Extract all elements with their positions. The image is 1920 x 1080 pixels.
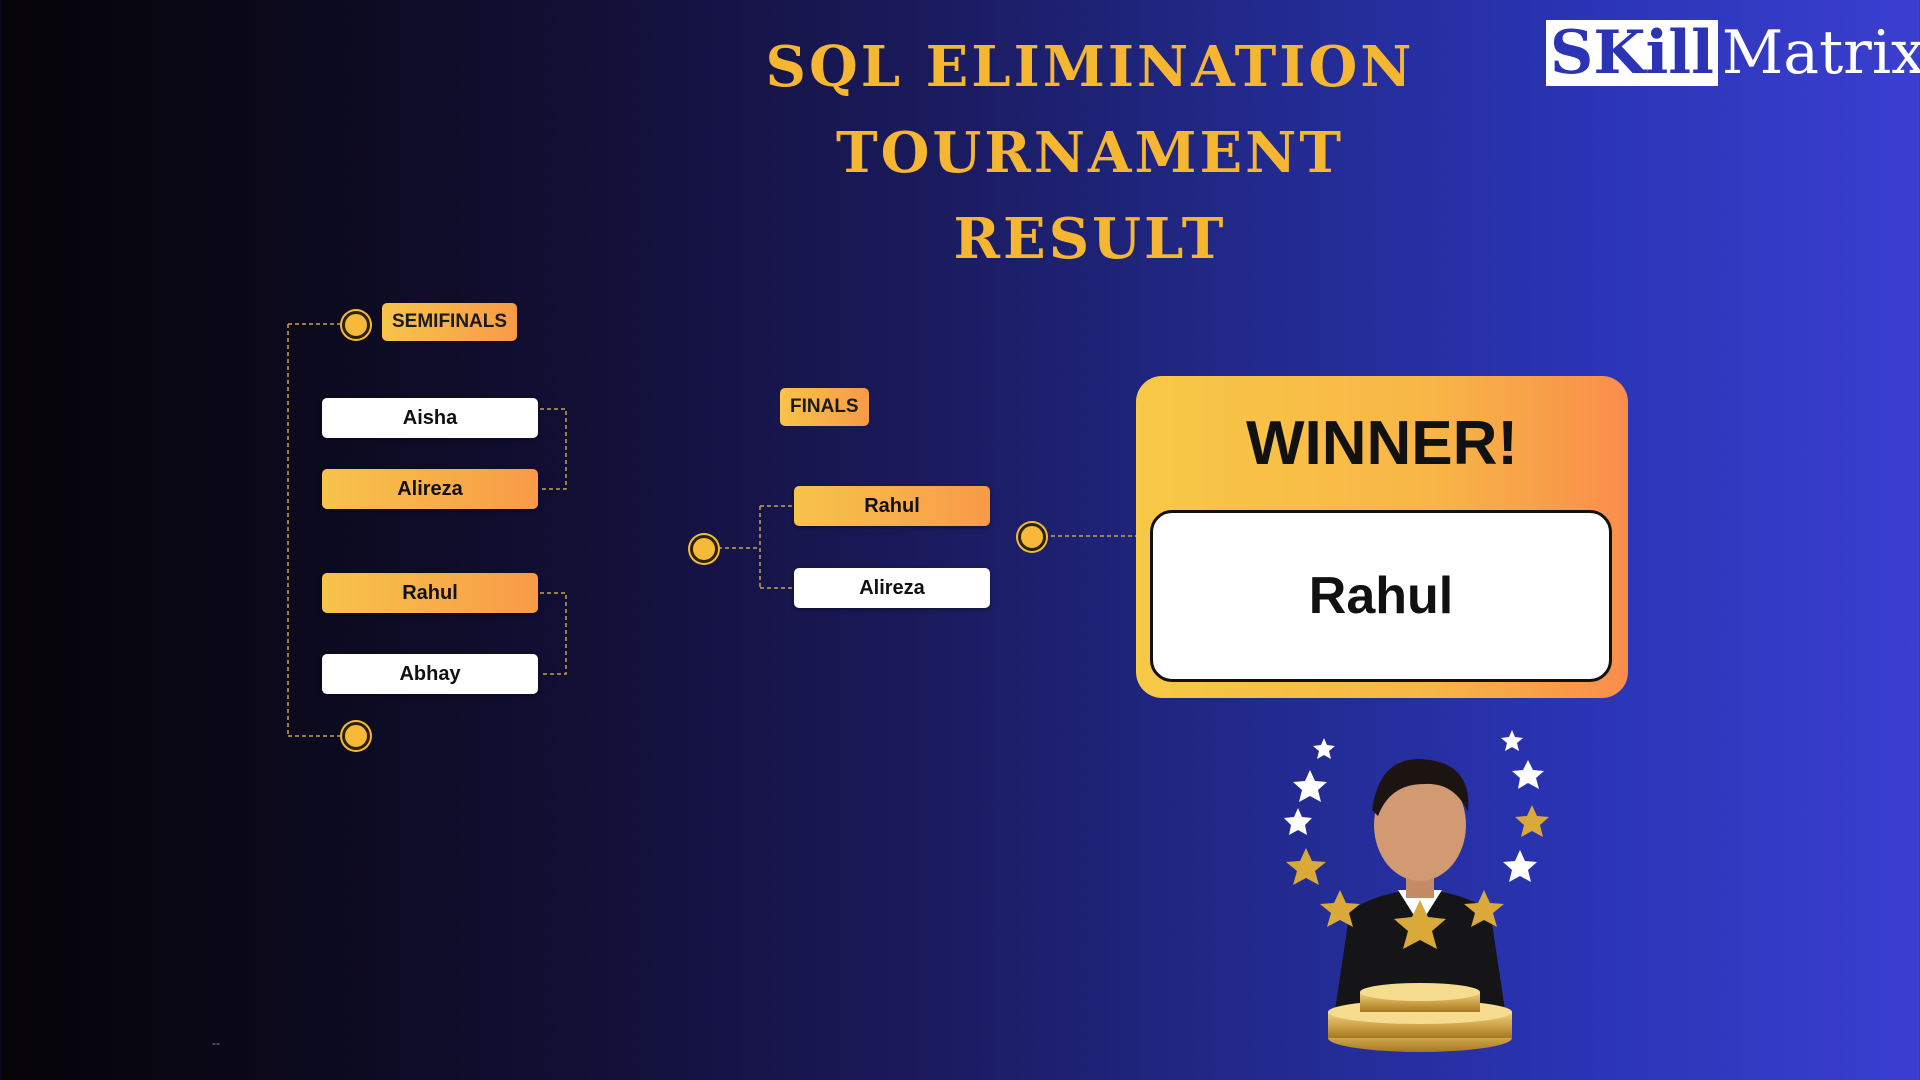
winner-name: Rahul: [1308, 567, 1454, 625]
finals-left-dot: [690, 535, 718, 563]
semifinal-2-player-rahul: Rahul: [322, 573, 538, 613]
star-icon: [1313, 738, 1335, 759]
title-line-2: TOURNAMENT: [836, 120, 1344, 186]
semifinals-top-dot: [342, 311, 370, 339]
semifinal-1-player-aisha: Aisha: [322, 398, 538, 438]
star-icon: [1320, 890, 1360, 927]
star-icon: [1512, 760, 1544, 789]
finals-player-rahul: Rahul: [794, 486, 990, 526]
footer-mark: --: [212, 1036, 220, 1050]
star-icon: [1503, 850, 1537, 882]
star-icon: [1464, 890, 1504, 927]
semifinal-1-player-alireza: Alireza: [322, 469, 538, 509]
winner-name-box: Rahul: [1150, 510, 1612, 682]
title-line-3: RESULT: [953, 206, 1227, 272]
winner-photo-illustration: [1284, 730, 1549, 1052]
logo-box-text: SKill: [1546, 20, 1718, 86]
finals-label: FINALS: [780, 388, 869, 426]
title-line-1: SQL ELIMINATION: [765, 34, 1415, 100]
star-icon: [1284, 808, 1312, 835]
finals-right-dot: [1018, 523, 1046, 551]
finals-player-alireza: Alireza: [794, 568, 990, 608]
logo-rest-text: Matrix: [1721, 18, 1920, 88]
star-icon: [1293, 770, 1327, 802]
winner-label: WINNER!: [1245, 409, 1519, 478]
skillmatrix-logo: SKill Matrix: [1546, 18, 1920, 88]
star-icon: [1515, 805, 1549, 837]
star-icon: [1286, 848, 1326, 885]
semifinals-label: SEMIFINALS: [382, 303, 518, 341]
star-icon: [1394, 900, 1446, 949]
star-icon: [1501, 730, 1523, 751]
page-title: SQL ELIMINATION TOURNAMENT RESULT: [760, 24, 1420, 282]
semifinal-2-player-abhay: Abhay: [322, 654, 538, 694]
semifinals-bottom-dot: [342, 722, 370, 750]
